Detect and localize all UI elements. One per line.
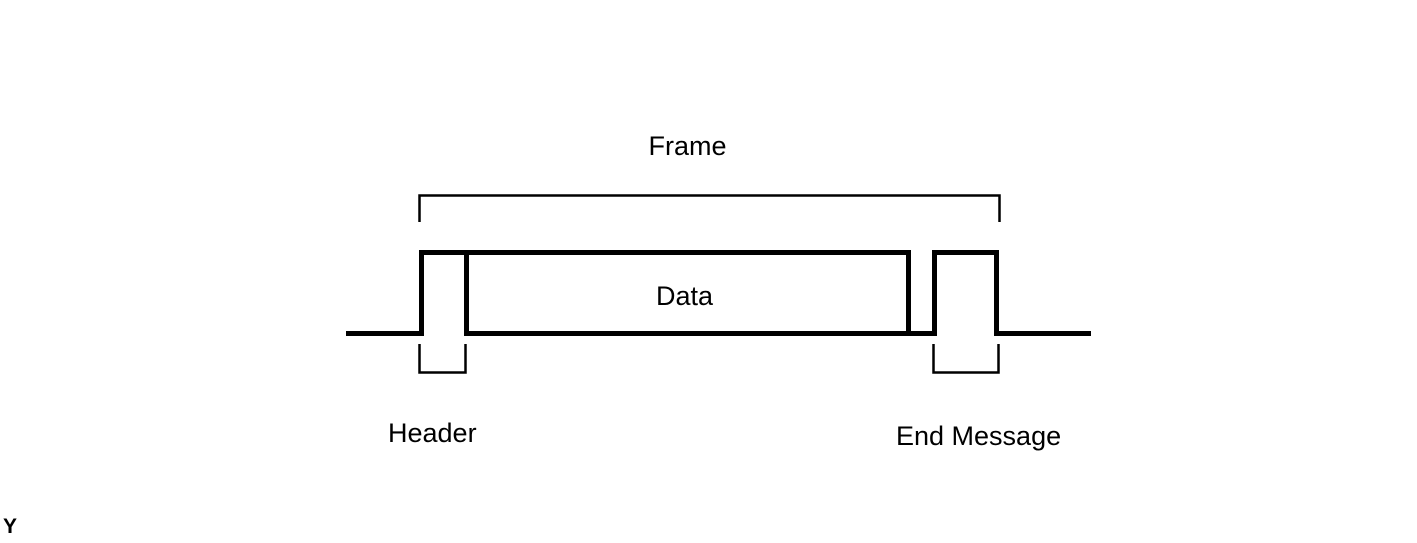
waveform-path [346,250,1091,336]
data-label: Data [0,283,1417,310]
data-label-text: Data [655,281,714,311]
end-message-label: End Message [896,421,1062,451]
frame-label: Frame [0,133,1417,160]
frame-label-text: Frame [648,131,727,161]
header-label: Header [388,418,477,448]
frame-span-bracket [418,194,1001,222]
end-message-span-bracket [932,344,1000,374]
signal-waveform [346,250,1091,336]
axis-y-label: Y [3,515,18,538]
header-bracket-path [418,344,467,374]
end-message-bracket-path [932,344,1000,374]
header-span-bracket [418,344,467,374]
frame-bracket-path [418,194,1001,222]
